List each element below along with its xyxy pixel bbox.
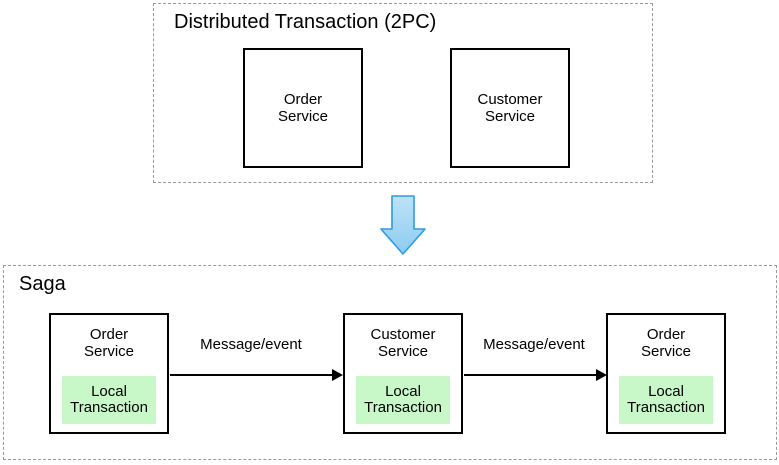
message-arrow-line-1 <box>170 374 334 376</box>
saga-section-container: Saga Order Service Local Transaction Mes… <box>3 265 777 460</box>
message-arrow-label-1: Message/event <box>200 336 302 353</box>
node-label: Customer Service <box>477 91 543 125</box>
2pc-section-container: Distributed Transaction (2PC) Order Serv… <box>153 3 653 183</box>
node-label: Order Service <box>83 326 135 360</box>
down-arrow-icon <box>380 195 426 255</box>
local-transaction-box: Local Transaction <box>62 376 156 424</box>
saga-node-order-service-2: Order Service Local Transaction <box>606 313 726 434</box>
node-label: Customer Service <box>370 326 436 360</box>
down-arrow-shape <box>380 195 426 255</box>
message-arrowhead-icon-2 <box>596 369 607 381</box>
2pc-node-customer-service: Customer Service <box>450 48 570 168</box>
2pc-node-order-service: Order Service <box>243 48 363 168</box>
saga-node-customer-service: Customer Service Local Transaction <box>343 313 463 434</box>
saga-node-order-service-1: Order Service Local Transaction <box>49 313 169 434</box>
message-arrow-line-2 <box>464 374 598 376</box>
local-transaction-box: Local Transaction <box>619 376 713 424</box>
node-label: Order Service <box>640 326 692 360</box>
message-arrow-label-2: Message/event <box>483 336 585 353</box>
saga-section-title: Saga <box>19 273 66 295</box>
2pc-section-title: Distributed Transaction (2PC) <box>174 11 437 33</box>
local-transaction-box: Local Transaction <box>356 376 450 424</box>
node-label: Order Service <box>277 91 329 125</box>
message-arrowhead-icon-1 <box>332 369 343 381</box>
